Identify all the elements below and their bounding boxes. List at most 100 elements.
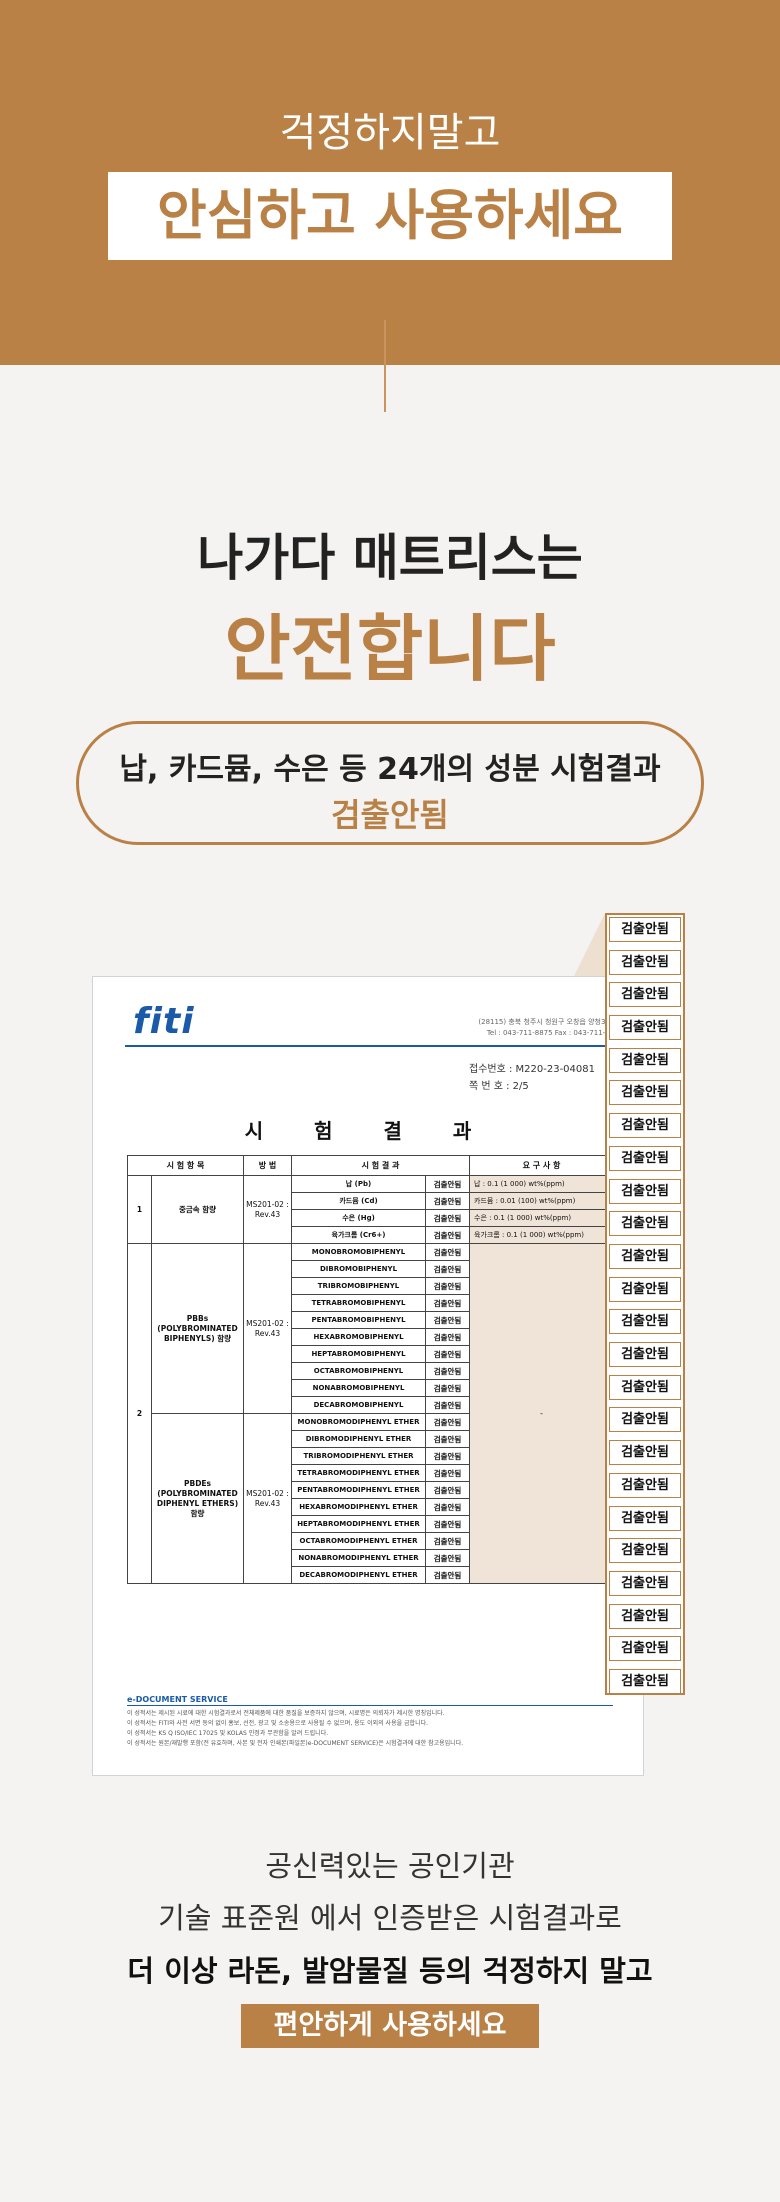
table-row: PBDEs (POLYBROMINATED DIPHENYL ETHERS) 함… bbox=[128, 1413, 614, 1584]
zoomed-result-label: 검출안됨 bbox=[609, 1015, 681, 1041]
test-result: 검출안됨 bbox=[425, 1413, 471, 1431]
col-header-method: 방 법 bbox=[243, 1155, 293, 1176]
hero-title: 안심하고 사용하세요 bbox=[157, 184, 623, 247]
test-result: 검출안됨 bbox=[425, 1277, 471, 1295]
doc-address: (28115) 충북 청주시 청원구 오창읍 양청3길 21 Tel : 043… bbox=[478, 1017, 623, 1039]
test-result: 검출안됨 bbox=[425, 1532, 471, 1550]
test-result: 검출안됨 bbox=[425, 1328, 471, 1346]
test-result: 검출안됨 bbox=[425, 1362, 471, 1380]
zoomed-result-label: 검출안됨 bbox=[609, 1113, 681, 1139]
group-number: 1 bbox=[127, 1175, 152, 1244]
test-name: OCTABROMOBIPHENYL bbox=[291, 1362, 427, 1380]
zoomed-result-label: 검출안됨 bbox=[609, 949, 681, 975]
table-row: 2 PBBs (POLYBROMINATED BIPHENYLS) 함량 MS2… bbox=[127, 1243, 615, 1584]
pill-line1: 납, 카드뮴, 수은 등 24개의 성분 시험결과 bbox=[119, 752, 661, 787]
zoomed-result-label: 검출안됨 bbox=[609, 1472, 681, 1498]
test-result: 검출안됨 bbox=[425, 1498, 471, 1516]
test-name: TETRABROMOBIPHENYL bbox=[291, 1294, 427, 1312]
test-result: 검출안됨 bbox=[425, 1396, 471, 1414]
test-result: 검출안됨 bbox=[425, 1379, 471, 1397]
col-header-requirement: 요 구 사 항 bbox=[469, 1155, 615, 1176]
zoomed-result-label: 검출안됨 bbox=[609, 1570, 681, 1596]
section-title-line2: 안전합니다 bbox=[224, 607, 556, 691]
footer-note: 이 성적서는 제시된 시료에 대한 시험결과로서 전체제품에 대한 품질을 보증… bbox=[127, 1710, 445, 1717]
test-result: 검출안됨 bbox=[425, 1260, 471, 1278]
zoomed-result-label: 검출안됨 bbox=[609, 1080, 681, 1106]
test-requirement: 카드뮴 : 0.01 (100) wt%(ppm) bbox=[469, 1192, 615, 1210]
test-name: TRIBROMOBIPHENYL bbox=[291, 1277, 427, 1295]
test-result: 검출안됨 bbox=[425, 1243, 471, 1261]
hero-title-box: 안심하고 사용하세요 bbox=[108, 172, 672, 260]
test-result: 검출안됨 bbox=[425, 1175, 471, 1193]
zoomed-result-label: 검출안됨 bbox=[609, 1145, 681, 1171]
test-requirement: 납 : 0.1 (1 000) wt%(ppm) bbox=[469, 1175, 615, 1193]
test-result: 검출안됨 bbox=[425, 1209, 471, 1227]
hero-subtitle: 걱정하지말고 bbox=[279, 110, 501, 156]
zoomed-result-label: 검출안됨 bbox=[609, 1603, 681, 1629]
test-name: NONABROMODIPHENYL ETHER bbox=[291, 1549, 427, 1567]
doc-address-line1: (28115) 충북 청주시 청원구 오창읍 양청3길 21 bbox=[478, 1018, 623, 1026]
bottom-line2: 기술 표준원 에서 인증받은 시험결과로 bbox=[158, 1901, 622, 1935]
divider-line bbox=[384, 320, 386, 412]
test-result: 검출안됨 bbox=[425, 1226, 471, 1244]
test-result: 검출안됨 bbox=[425, 1430, 471, 1448]
col-header-item: 시 험 항 목 bbox=[126, 1155, 245, 1176]
table-row: 수은 (Hg) 검출안됨 수은 : 0.1 (1 000) wt%(ppm) bbox=[128, 1209, 615, 1227]
zoomed-result-label: 검출안됨 bbox=[609, 1243, 681, 1269]
test-name: TETRABROMODIPHENYL ETHER bbox=[291, 1464, 427, 1482]
bottom-line1: 공신력있는 공인기관 bbox=[265, 1849, 515, 1883]
group-requirement: - bbox=[469, 1243, 615, 1584]
doc-address-line2: Tel : 043-711-8875 Fax : 043-711-8877 bbox=[486, 1029, 623, 1037]
zoomed-result-label: 검출안됨 bbox=[609, 982, 681, 1008]
receipt-number: 접수번호 : M220-23-04081 bbox=[469, 1064, 595, 1075]
zoomed-result-label: 검출안됨 bbox=[609, 1374, 681, 1400]
doc-title: 시 험 결 과 bbox=[244, 1119, 494, 1143]
footer-note: 이 성적서는 FITI와 사전 서면 동의 없이 홍보, 선전, 광고 및 소송… bbox=[127, 1720, 429, 1727]
doc-footer-notes: 이 성적서는 제시된 시료에 대한 시험결과로서 전체제품에 대한 품질을 보증… bbox=[127, 1709, 617, 1749]
test-name: MONOBROMODIPHENYL ETHER bbox=[291, 1413, 427, 1431]
test-name: DECABROMODIPHENYL ETHER bbox=[291, 1566, 427, 1584]
zoomed-result-label: 검출안됨 bbox=[609, 1211, 681, 1237]
test-result: 검출안됨 bbox=[425, 1566, 471, 1584]
test-name: TRIBROMODIPHENYL ETHER bbox=[291, 1447, 427, 1465]
test-name: 카드뮴 (Cd) bbox=[291, 1192, 427, 1210]
group-item: PBDEs (POLYBROMINATED DIPHENYL ETHERS) 함… bbox=[150, 1413, 245, 1584]
result-summary-pill: 납, 카드뮴, 수은 등 24개의 성분 시험결과 검출안됨 bbox=[76, 721, 704, 845]
zoomed-result-label: 검출안됨 bbox=[609, 1309, 681, 1335]
test-name: PENTABROMOBIPHENYL bbox=[291, 1311, 427, 1329]
table-header-row: 시 험 항 목 방 법 시 험 결 과 요 구 사 항 bbox=[126, 1155, 615, 1176]
test-name: PENTABROMODIPHENYL ETHER bbox=[291, 1481, 427, 1499]
test-result: 검출안됨 bbox=[425, 1549, 471, 1567]
test-name: HEPTABROMODIPHENYL ETHER bbox=[291, 1515, 427, 1533]
group-item: 중금속 함량 bbox=[150, 1175, 245, 1244]
bottom-badge: 편안하게 사용하세요 bbox=[241, 2004, 539, 2048]
test-result: 검출안됨 bbox=[425, 1481, 471, 1499]
test-name: HEXABROMOBIPHENYL bbox=[291, 1328, 427, 1346]
zoomed-result-label: 검출안됨 bbox=[609, 1636, 681, 1662]
test-name: HEPTABROMOBIPHENYL bbox=[291, 1345, 427, 1363]
group-number: 2 bbox=[127, 1243, 152, 1584]
test-result: 검출안됨 bbox=[425, 1294, 471, 1312]
table-row: 1 중금속 함량 MS201-02 : Rev.43 납 (Pb) 검출안됨 납… bbox=[127, 1175, 615, 1244]
zoomed-result-label: 검출안됨 bbox=[609, 1538, 681, 1564]
footer-note: 이 성적서는 KS Q ISO/IEC 17025 및 KOLAS 인정과 무관… bbox=[127, 1730, 329, 1737]
doc-meta: 접수번호 : M220-23-04081 쪽 번 호 : 2/5 bbox=[469, 1061, 595, 1095]
test-result: 검출안됨 bbox=[425, 1464, 471, 1482]
zoomed-result-label: 검출안됨 bbox=[609, 1047, 681, 1073]
test-name: 수은 (Hg) bbox=[291, 1209, 427, 1227]
test-name: DIBROMODIPHENYL ETHER bbox=[291, 1430, 427, 1448]
group-method: MS201-02 : Rev.43 bbox=[243, 1413, 293, 1584]
group-item: PBBs (POLYBROMINATED BIPHENYLS) 함량 bbox=[150, 1243, 245, 1414]
table-row: 육가크롬 (Cr6+) 검출안됨 육가크롬 : 0.1 (1 000) wt%(… bbox=[128, 1226, 615, 1244]
col-header-result: 시 험 결 과 bbox=[291, 1155, 471, 1176]
test-result: 검출안됨 bbox=[425, 1345, 471, 1363]
zoomed-result-label: 검출안됨 bbox=[609, 1178, 681, 1204]
